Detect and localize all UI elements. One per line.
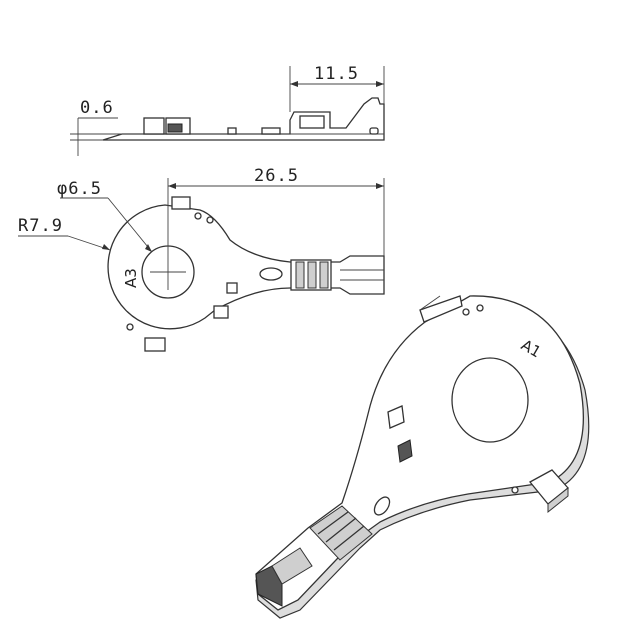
- iso-crimp-rib-3: [333, 525, 365, 551]
- hole-leader-arrow: [145, 244, 152, 252]
- iso-tab-top-edge: [419, 295, 441, 311]
- side-view-tab-slot: [167, 123, 183, 133]
- side-view-bump-2: [261, 127, 281, 135]
- iso-crimp-rib-2: [325, 517, 357, 543]
- overall-length-label: 26.5: [254, 166, 299, 186]
- ring-radius-label: R7.9: [18, 216, 63, 236]
- top-dimple-1: [194, 212, 202, 220]
- radius-leader-arrow: [102, 244, 110, 250]
- top-crimp-rib-2: [307, 261, 317, 289]
- top-crimp-rib-1: [295, 261, 305, 289]
- side-view-hole: [369, 127, 379, 135]
- top-slot: [259, 267, 283, 281]
- iso-square-hole-2: [397, 439, 413, 463]
- iso-tab-side-edge: [547, 486, 569, 514]
- top-crimp-rib-3: [319, 261, 329, 289]
- iso-tab-top: [419, 295, 463, 323]
- hole-leader: [107, 197, 153, 253]
- tail-length-label: 11.5: [314, 64, 359, 84]
- iso-dimple-3: [511, 486, 519, 494]
- iso-crimp: [309, 505, 373, 561]
- isometric-view: A1: [255, 295, 590, 619]
- thickness-label: 0.6: [80, 98, 114, 118]
- top-square-hole-2: [213, 305, 229, 319]
- iso-slot: [373, 496, 391, 516]
- iso-dimple-2: [476, 304, 484, 312]
- top-tab-upper: [171, 196, 191, 210]
- iso-hole: [451, 357, 529, 443]
- side-view: 0.6 11.5: [70, 64, 385, 156]
- top-tab-lower: [144, 337, 166, 352]
- top-view: A3 26.5 φ6.5 R7.9: [18, 166, 385, 352]
- iso-square-hole: [387, 405, 405, 429]
- hole-diameter-label: φ6.5: [57, 179, 102, 199]
- drawing-ring-mark: A3: [122, 268, 140, 288]
- top-dimple-2: [206, 216, 214, 224]
- iso-tail-wing: [271, 547, 313, 585]
- side-view-tab-left: [143, 117, 165, 135]
- top-square-hole: [226, 282, 238, 294]
- side-view-outline: [102, 97, 385, 141]
- side-view-crimp: [299, 115, 325, 129]
- iso-crimp-rib-1: [317, 511, 349, 535]
- iso-dimple-1: [462, 308, 470, 316]
- top-dimple-3: [126, 323, 134, 331]
- side-view-bump: [227, 127, 237, 135]
